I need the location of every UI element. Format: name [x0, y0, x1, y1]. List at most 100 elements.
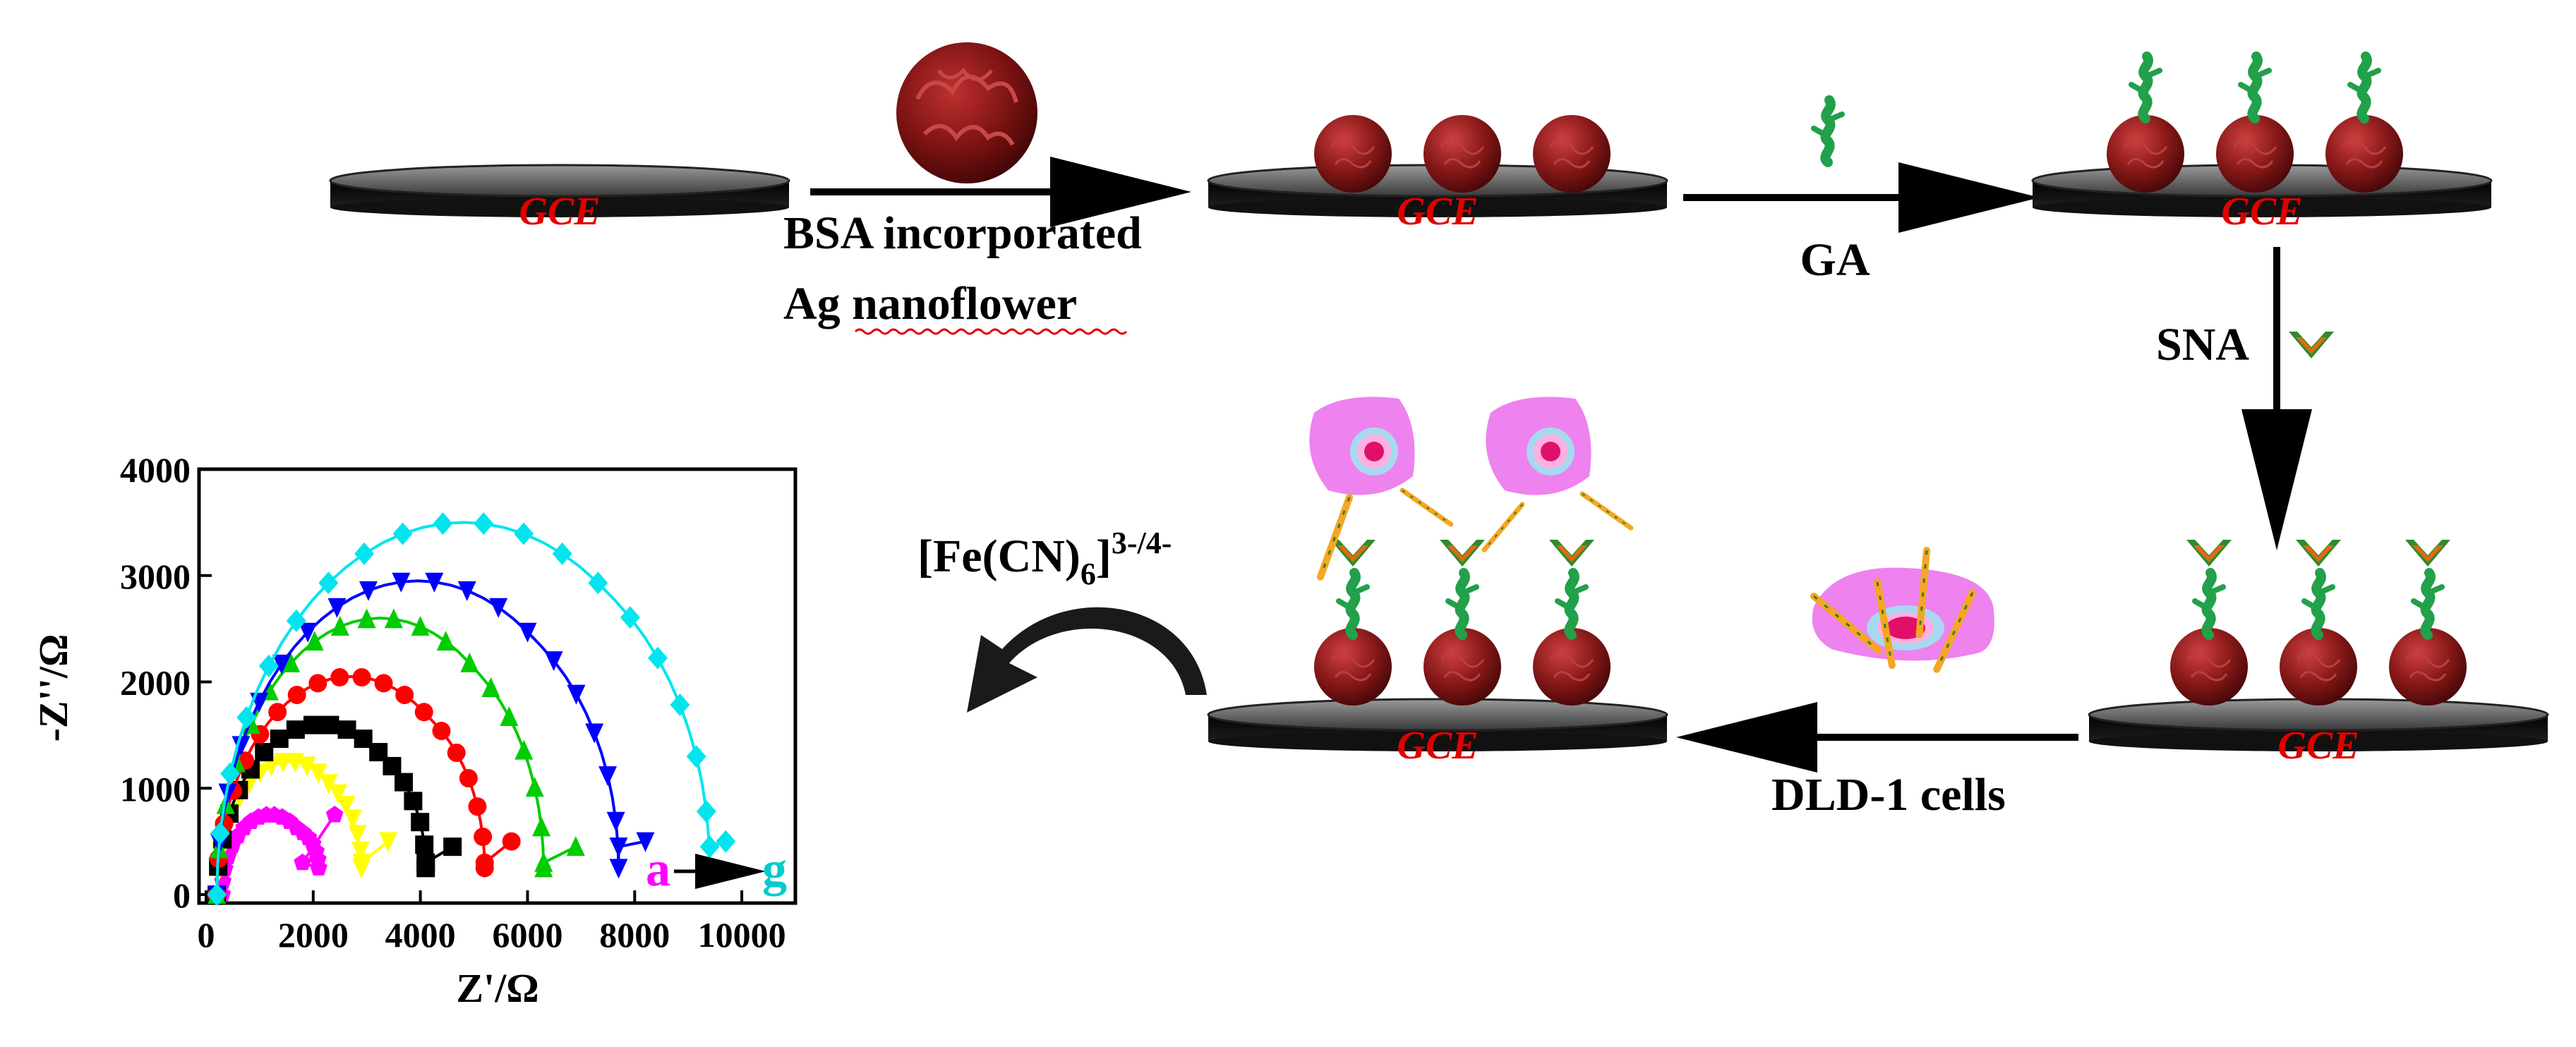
y-tick-label: 3000 — [120, 557, 191, 596]
sna-icon — [2289, 332, 2334, 358]
data-point — [354, 542, 375, 565]
redox-probe-label: [Fe(CN)6]3-/4- — [917, 526, 1172, 591]
data-point — [411, 616, 430, 636]
x-tick-label: 4000 — [385, 915, 456, 955]
ga-icon — [1814, 100, 1842, 162]
data-point — [286, 609, 306, 632]
data-point — [319, 774, 338, 794]
data-point — [433, 512, 453, 535]
gce-label: GCE — [1397, 724, 1478, 768]
curved-arrow — [967, 607, 1207, 713]
gce-label: GCE — [2277, 724, 2359, 768]
data-point — [609, 859, 628, 879]
data-point — [329, 784, 348, 804]
data-point — [325, 805, 344, 823]
data-point — [395, 685, 414, 704]
data-point — [299, 622, 318, 643]
data-point — [258, 654, 279, 677]
y-tick-label: 1000 — [120, 769, 191, 809]
data-point — [514, 522, 534, 545]
data-point — [231, 736, 251, 756]
x-tick-label: 6000 — [492, 915, 562, 955]
step1-label-line2: Ag nanoflower — [783, 278, 1077, 329]
data-point — [474, 828, 493, 847]
data-point — [686, 745, 706, 768]
data-point — [282, 652, 301, 672]
gce-label: GCE — [519, 190, 600, 234]
data-point — [395, 773, 414, 792]
data-point — [270, 730, 289, 749]
data-point — [432, 722, 451, 741]
data-point — [308, 674, 327, 693]
data-point — [416, 853, 435, 872]
data-point — [384, 608, 403, 629]
data-point — [552, 542, 572, 565]
data-point — [404, 792, 423, 811]
data-point — [210, 822, 230, 845]
data-point — [352, 853, 371, 873]
y-tick-label: 4000 — [120, 450, 191, 490]
series-start-letter: a — [646, 842, 670, 897]
data-point — [518, 622, 537, 643]
data-point — [415, 835, 434, 854]
impedance-series — [207, 512, 736, 906]
data-point — [383, 756, 402, 775]
data-point — [425, 572, 444, 593]
data-point — [294, 853, 312, 871]
data-point — [207, 883, 227, 906]
step2-label: GA — [1800, 234, 1870, 286]
data-point — [414, 703, 433, 722]
step3-label: SNA — [2156, 319, 2249, 370]
data-point — [502, 832, 521, 851]
data-point — [716, 830, 736, 853]
data-point — [443, 837, 462, 857]
data-point — [286, 720, 305, 739]
y-tick-label: 2000 — [120, 663, 191, 703]
data-point — [352, 668, 371, 687]
data-point — [337, 720, 356, 739]
data-point — [566, 836, 585, 857]
data-point — [274, 753, 293, 773]
data-point — [525, 777, 544, 797]
data-point — [330, 616, 349, 636]
data-point — [647, 646, 668, 670]
data-point — [468, 797, 487, 816]
data-point — [268, 703, 287, 722]
data-point — [392, 572, 411, 593]
data-point — [475, 853, 494, 872]
data-point — [262, 756, 281, 777]
data-point — [699, 857, 720, 880]
data-point — [474, 512, 494, 535]
x-tick-label: 8000 — [599, 915, 670, 955]
electrode-with-sna: GCE — [2088, 540, 2549, 768]
data-point — [359, 581, 378, 601]
data-point — [609, 837, 628, 858]
data-point — [460, 652, 479, 672]
data-point — [303, 715, 322, 734]
data-point — [357, 608, 376, 629]
data-point — [330, 668, 349, 687]
data-point — [351, 841, 370, 861]
data-point — [699, 835, 720, 859]
data-point — [696, 800, 716, 823]
data-point — [459, 769, 478, 788]
y-axis-label: -Z''/Ω — [30, 634, 76, 742]
spellcheck-underline — [854, 328, 1128, 335]
x-axis-label: Z'/Ω — [456, 965, 538, 1011]
impedance-series — [207, 572, 655, 905]
data-point — [337, 796, 356, 816]
data-point — [585, 723, 604, 744]
data-point — [636, 832, 655, 852]
data-point — [348, 825, 367, 845]
data-point — [320, 715, 339, 734]
data-point — [447, 743, 466, 762]
data-point — [308, 763, 327, 784]
data-point — [606, 811, 625, 832]
series-end-letter: g — [762, 842, 787, 897]
ag-nanoflower-icon — [896, 42, 1037, 183]
x-tick-label: 10000 — [698, 915, 786, 955]
